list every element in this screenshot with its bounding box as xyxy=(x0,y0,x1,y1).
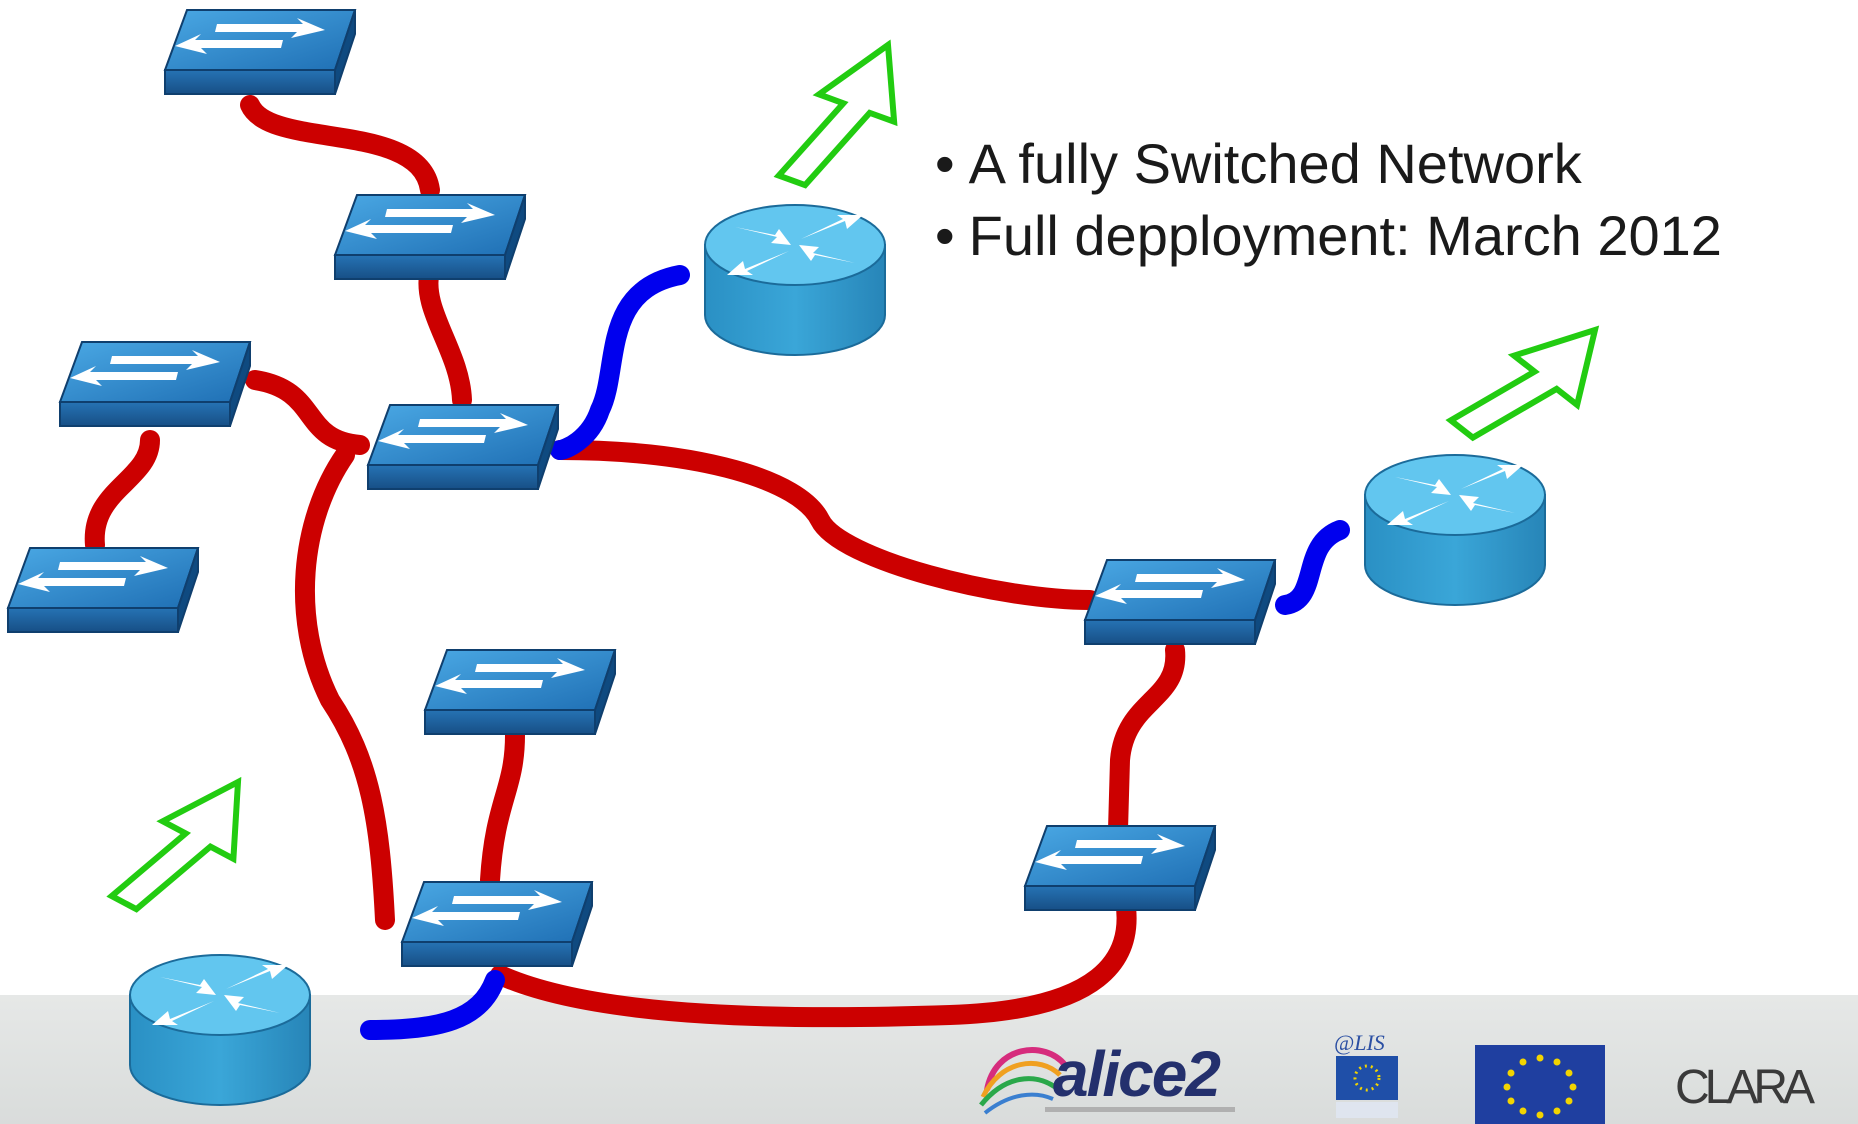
switch-7 xyxy=(424,634,616,735)
link-r3-sw8 xyxy=(360,970,505,1040)
uplink-arrow-1 xyxy=(779,25,918,206)
switch-8 xyxy=(401,866,593,967)
switch-5 xyxy=(367,389,559,490)
eu-flag-icon xyxy=(1475,1045,1605,1124)
switch-2 xyxy=(334,179,526,280)
link-sw5-sw6 xyxy=(550,440,1100,610)
router-2 xyxy=(1364,454,1546,606)
switch-9 xyxy=(1024,810,1216,911)
link-sw1-sw2 xyxy=(240,95,440,200)
bullet-item-2: Full depployment: March 2012 xyxy=(935,200,1722,272)
router-links xyxy=(360,265,1350,1040)
switch-1 xyxy=(164,0,356,95)
router-1 xyxy=(704,204,886,356)
router-3 xyxy=(129,954,311,1106)
switch-6 xyxy=(1084,544,1276,645)
link-sw5-sw8 xyxy=(294,445,395,930)
alis-logo: @LIS xyxy=(1330,1030,1408,1124)
link-sw2-sw5 xyxy=(418,260,472,410)
eu-flag-logo xyxy=(1475,1045,1605,1124)
link-sw3-sw4 xyxy=(84,430,160,555)
alice2-logo: alice2 xyxy=(975,1035,1245,1120)
link-sw7-sw8 xyxy=(480,725,525,890)
link-sw6-sw9 xyxy=(1108,640,1186,840)
alice2-logo-text: alice2 xyxy=(1053,1038,1221,1110)
uplink-arrow-3 xyxy=(112,755,267,939)
bullet-list: A fully Switched Network Full depploymen… xyxy=(935,128,1722,272)
clara-logo: CLARA xyxy=(1675,1058,1845,1118)
switch-3 xyxy=(59,326,251,427)
switch-4 xyxy=(7,532,199,633)
uplink-arrow-2 xyxy=(1451,294,1620,475)
link-sw3-sw5 xyxy=(245,370,370,455)
eu-flag-small-icon xyxy=(1336,1056,1398,1118)
clara-logo-text: CLARA xyxy=(1675,1061,1815,1114)
link-r1-sw5 xyxy=(550,265,690,460)
link-sw8-sw9 xyxy=(490,890,1137,1028)
alis-logo-text: @LIS xyxy=(1334,1030,1385,1055)
switch-links xyxy=(84,95,1186,1028)
alice2-swoosh-icon xyxy=(979,1047,1235,1115)
link-r2-sw6 xyxy=(1275,520,1350,615)
bullet-item-1: A fully Switched Network xyxy=(935,128,1722,200)
